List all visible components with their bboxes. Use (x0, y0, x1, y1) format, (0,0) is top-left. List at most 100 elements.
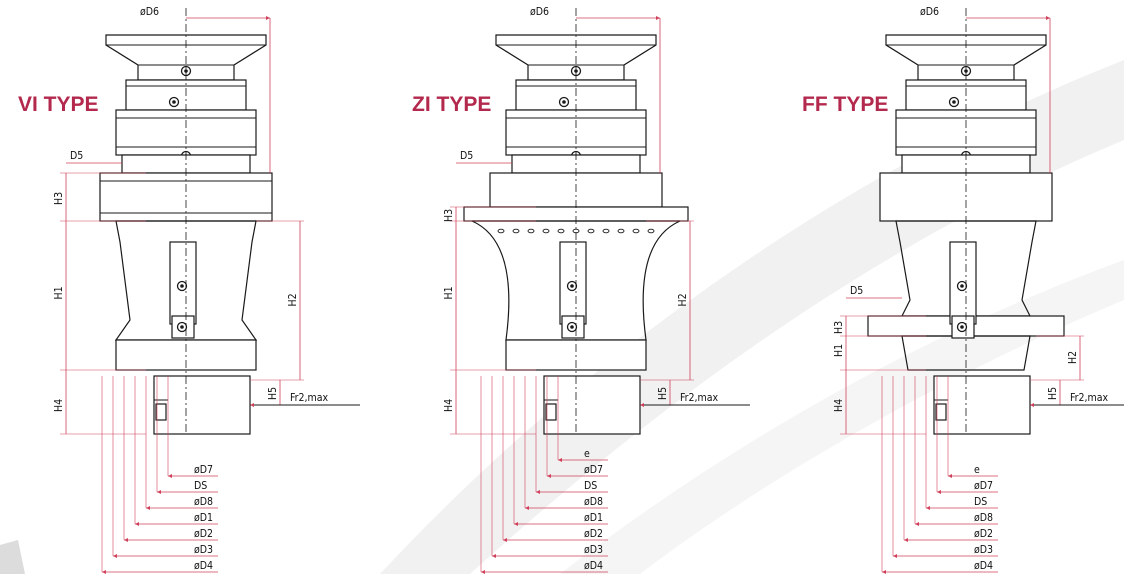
output-stub (543, 375, 641, 435)
dim-diameter-label: DS (584, 480, 597, 492)
dim-diameter-label: øD2 (194, 528, 213, 540)
dimension-arrow (168, 474, 172, 478)
dimension-arrow (250, 403, 254, 407)
dim-diameter-label: øD1 (194, 512, 213, 524)
dimension-arrow (893, 554, 897, 558)
dimension-arrow (536, 490, 540, 494)
vent-slot (632, 228, 640, 234)
dimension-arrow (1030, 403, 1034, 407)
dimension-arrow (266, 16, 270, 20)
dim-h2-label: H2 (1067, 351, 1079, 364)
dim-h4-label: H4 (53, 399, 65, 412)
swoosh-band (560, 260, 1124, 574)
dim-d6-label: øD6 (920, 6, 939, 18)
dim-diameter-label: øD2 (974, 528, 993, 540)
dim-h5-label: H5 (657, 387, 669, 400)
corner-mark (0, 540, 25, 574)
bolt-center-icon (960, 284, 964, 288)
vent-slot (647, 228, 655, 234)
diagram-title: FF TYPE (802, 93, 888, 116)
dimension-arrow (503, 538, 507, 542)
dimension-arrow (135, 522, 139, 526)
keyway (155, 403, 167, 421)
dim-diameter-label: øD7 (974, 480, 993, 492)
bolt-center-icon (180, 284, 184, 288)
dim-diameter-label: e (974, 464, 980, 476)
dim-diameter-label: øD3 (974, 544, 993, 556)
force-label: Fr2,max (1070, 392, 1109, 404)
dim-h4-label: H4 (833, 399, 845, 412)
dim-diameter-label: øD7 (584, 464, 603, 476)
bolt-center-icon (574, 69, 578, 73)
dimension-arrow (102, 570, 106, 574)
bolt-center-icon (964, 69, 968, 73)
vent-slot (512, 228, 520, 234)
dim-d5-label: D5 (70, 150, 83, 162)
dim-diameter-label: øD8 (194, 496, 213, 508)
vent-slot (527, 228, 535, 234)
force-label: Fr2,max (680, 392, 719, 404)
vent-slot (542, 228, 550, 234)
dimension-arrow (558, 458, 562, 462)
vent-slot (587, 228, 595, 234)
dim-diameter-label: øD7 (194, 464, 213, 476)
dim-d6-label: øD6 (140, 6, 159, 18)
output-stub (933, 375, 1031, 435)
bolt-center-icon (960, 325, 964, 329)
bolt-center-icon (570, 284, 574, 288)
dimension-arrow (124, 538, 128, 542)
diagram-title: VI TYPE (18, 93, 99, 116)
dim-h3-label: H3 (53, 192, 65, 205)
dim-diameter-label: øD8 (584, 496, 603, 508)
dimension-arrow (904, 538, 908, 542)
dimension-arrow (915, 522, 919, 526)
dim-diameter-label: øD3 (584, 544, 603, 556)
dimension-arrow (640, 403, 644, 407)
bolt-center-icon (952, 100, 956, 104)
dim-h5-label: H5 (1047, 387, 1059, 400)
dimension-arrow (1046, 16, 1050, 20)
bolt-center-icon (570, 325, 574, 329)
bolt-center-icon (184, 69, 188, 73)
dim-h4-label: H4 (443, 399, 455, 412)
force-label: Fr2,max (290, 392, 329, 404)
dim-diameter-label: e (584, 448, 590, 460)
dimension-arrow (882, 570, 886, 574)
bolt-center-icon (172, 100, 176, 104)
dim-d5-label: D5 (850, 285, 863, 297)
bolt-center-icon (562, 100, 566, 104)
dim-diameter-label: øD4 (194, 560, 213, 572)
dim-d5-label: D5 (460, 150, 473, 162)
dim-diameter-label: DS (974, 496, 987, 508)
dim-diameter-label: øD4 (584, 560, 603, 572)
dim-h1-label: H1 (443, 286, 455, 299)
dim-h3-label: H3 (443, 209, 455, 222)
dimension-arrow (481, 570, 485, 574)
dim-h2-label: H2 (287, 293, 299, 306)
dimension-arrow (113, 554, 117, 558)
dim-h1-label: H1 (833, 344, 845, 357)
dimension-arrow (547, 474, 551, 478)
dim-h3-label: H3 (833, 321, 845, 334)
base-block (901, 335, 1031, 371)
dimension-arrow (948, 474, 952, 478)
dim-diameter-label: øD3 (194, 544, 213, 556)
dimension-arrow (492, 554, 496, 558)
dim-h1-label: H1 (53, 286, 65, 299)
dimension-arrow (937, 490, 941, 494)
dimension-arrow (525, 506, 529, 510)
dim-d6-label: øD6 (530, 6, 549, 18)
dimension-arrow (656, 16, 660, 20)
dim-h2-label: H2 (677, 293, 689, 306)
dimension-arrow (926, 506, 930, 510)
dim-diameter-label: øD2 (584, 528, 603, 540)
dim-diameter-label: øD4 (974, 560, 993, 572)
vent-slot (497, 228, 505, 234)
